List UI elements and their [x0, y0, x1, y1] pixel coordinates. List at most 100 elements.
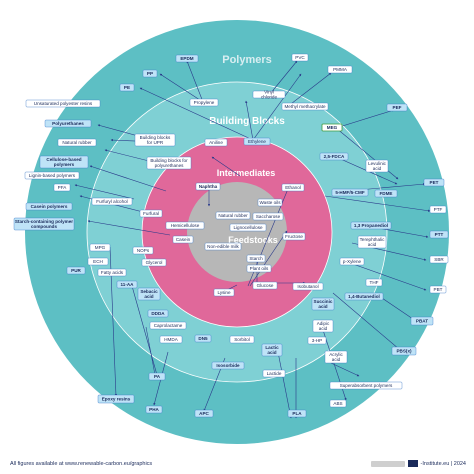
- node-lignocellulose: Lignocellulose: [229, 223, 267, 232]
- node-box: [149, 321, 187, 330]
- node-label: Starch: [249, 256, 263, 261]
- node-box: [307, 336, 327, 345]
- node-box: [262, 369, 286, 378]
- node-label: ECH: [93, 259, 103, 264]
- zone-title-polymers: Polymers: [222, 54, 272, 66]
- node-label: Lignin-based polymers: [29, 173, 76, 178]
- node-casein-poly: Casein polymers: [25, 202, 73, 211]
- node-hemicellulose: Hemicellulose: [165, 221, 205, 230]
- node-label: APC: [199, 411, 209, 416]
- node-label: Waste oils: [259, 200, 281, 205]
- node-box: [53, 183, 71, 192]
- node-casein: Casein: [172, 235, 194, 244]
- node-box: [252, 212, 284, 221]
- node-box: [132, 246, 154, 255]
- node-label: PBAT: [416, 319, 428, 324]
- node-epdm: EPDM: [175, 54, 199, 63]
- node-mpg: MPG: [89, 243, 111, 252]
- node-box: [429, 255, 449, 264]
- node-aa11: 11-AA: [116, 280, 138, 289]
- node-nonedible-milk: Non-edible milk: [204, 242, 242, 251]
- footer-source: All figures available at www.renewable-c…: [10, 461, 153, 467]
- node-pla: PLA: [287, 409, 307, 418]
- node-ptf: PTF: [429, 205, 447, 214]
- node-box: [195, 182, 221, 191]
- node-label: PTT: [435, 232, 444, 237]
- node-label: p-Xylene: [343, 259, 362, 264]
- node-box: [261, 343, 283, 357]
- node-box: [321, 123, 343, 132]
- node-sorbitol: Sorbitol: [229, 335, 255, 344]
- node-pbt: PBT: [429, 285, 447, 294]
- node-label: Cellulose-based: [46, 157, 81, 162]
- node-box: [344, 292, 384, 301]
- node-box: [89, 243, 111, 252]
- node-ech: ECH: [87, 257, 109, 266]
- footer-credit-text: -Institute.eu | 2024: [420, 460, 466, 467]
- node-pbat: PBAT: [410, 316, 434, 326]
- node-apc: APC: [194, 409, 214, 418]
- node-pur: PUR: [66, 266, 86, 275]
- node-labels: EPDMPPPEPVCPMMAPEFPETPTFPTTSBRPBTPBATPBS…: [13, 53, 449, 418]
- node-label: EPDM: [180, 56, 193, 61]
- nova-logo-icon: [407, 460, 418, 467]
- node-caprolactame: Caprolactame: [149, 321, 187, 330]
- node-label: Isosorbide: [216, 363, 240, 368]
- node-box: [145, 405, 163, 414]
- node-label: SBR: [434, 257, 444, 262]
- node-pfa: PFA: [53, 183, 71, 192]
- node-pp: PP: [142, 69, 158, 78]
- node-box: [287, 409, 307, 418]
- node-label: PUR: [71, 268, 81, 273]
- node-label: 11-AA: [120, 282, 134, 287]
- node-label: Plant oils: [250, 266, 269, 271]
- node-label: Unsaturated polyester resins: [34, 101, 93, 106]
- node-box: [339, 257, 365, 266]
- node-label: NOPs: [137, 248, 150, 253]
- node-label: Levulinic: [368, 161, 387, 166]
- node-box: [66, 266, 86, 275]
- node-pha: PHA: [145, 405, 163, 414]
- node-box: [257, 198, 283, 207]
- node-label: Methyl methacrylate: [284, 104, 326, 109]
- node-label: acid: [318, 304, 327, 309]
- node-isosorbide: Isosorbide: [211, 361, 245, 370]
- node-box: [119, 83, 135, 92]
- node-lysine: Lysine: [213, 288, 235, 297]
- node-box: [172, 235, 194, 244]
- node-label: 5-HMF/5-CMF: [335, 190, 365, 195]
- node-label: PP: [147, 71, 153, 76]
- node-ptt: PTT: [429, 230, 449, 239]
- node-label: PBS(x): [396, 349, 412, 354]
- node-box: [116, 280, 138, 289]
- node-label: acid: [319, 326, 328, 331]
- node-box: [281, 102, 329, 111]
- node-waste-oils: Waste oils: [257, 198, 283, 207]
- node-label: Building blocks: [140, 135, 171, 140]
- node-saccharose: Saccharose: [252, 212, 284, 221]
- node-box: [139, 209, 163, 218]
- zone-title-building-blocks: Building Blocks: [209, 116, 285, 127]
- node-label: Glucose: [257, 283, 274, 288]
- node-label: Adipic: [317, 321, 330, 326]
- node-box: [423, 178, 445, 187]
- node-box: [141, 258, 167, 267]
- node-ethanol: Ethanol: [281, 183, 305, 192]
- node-box: [374, 189, 398, 198]
- node-label: Isobutanol: [297, 284, 318, 289]
- node-label: Furfuryl alcohol: [96, 199, 127, 204]
- node-label: polyurethanes: [155, 163, 185, 168]
- node-label: Aniline: [209, 140, 223, 145]
- node-label: Lysine: [217, 290, 231, 295]
- node-box: [252, 90, 286, 99]
- node-box: [410, 316, 434, 326]
- node-hp3: 3-HP: [307, 336, 327, 345]
- node-box: [165, 221, 205, 230]
- node-label: Epoxy resins: [102, 397, 131, 402]
- node-thf: THF: [365, 278, 383, 287]
